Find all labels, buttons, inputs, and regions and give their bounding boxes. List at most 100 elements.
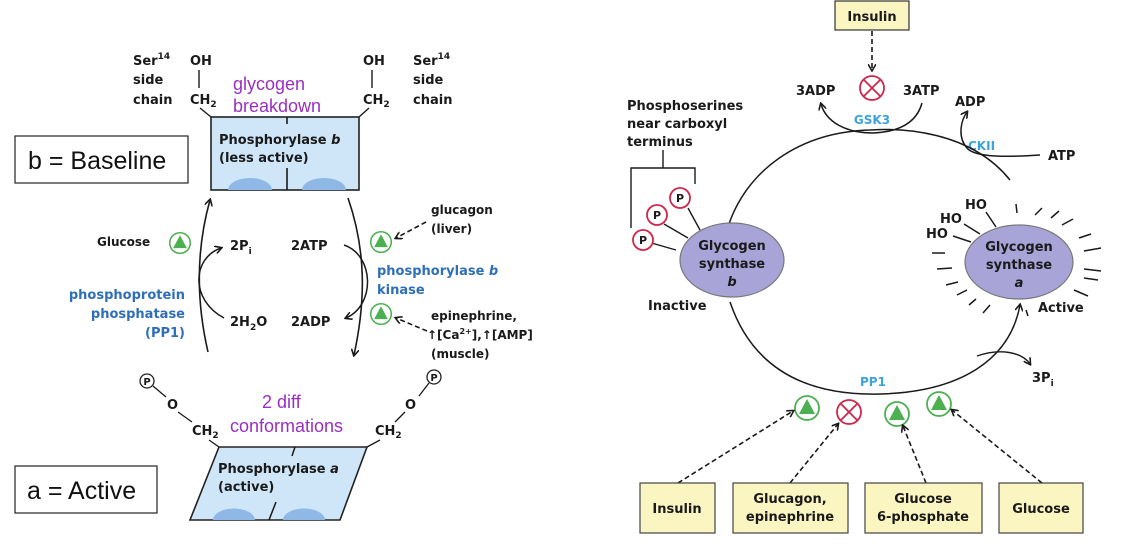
phosphoryl-left: P O CH2 xyxy=(139,373,220,448)
phosphorylase-b: Phosphorylase b (less active) xyxy=(210,116,360,191)
svg-text:synthase: synthase xyxy=(986,258,1052,273)
phosphorylase-a: Phosphorylase a (active) xyxy=(188,446,369,521)
hydroxyl-label: HO xyxy=(965,198,987,213)
left-panel: b = Baseline a = Active Ser14 side chain… xyxy=(14,52,533,521)
active-label: Active xyxy=(1038,301,1084,316)
arrow-pi-release xyxy=(976,351,1030,364)
svg-text:phosphatase: phosphatase xyxy=(91,307,185,322)
svg-text:glycogen: glycogen xyxy=(233,74,305,94)
svg-text:P: P xyxy=(653,209,661,222)
insulin-top-label: Insulin xyxy=(847,10,896,25)
inhibitor-icon xyxy=(836,399,862,425)
svg-text:epinephrine,: epinephrine, xyxy=(431,309,517,323)
svg-text:Phosphoserines: Phosphoserines xyxy=(627,99,743,114)
activator-icon xyxy=(168,231,192,255)
hydroxyl-right: OH CH2 xyxy=(358,54,390,118)
activator-icon xyxy=(369,302,393,326)
svg-text:CH2: CH2 xyxy=(363,93,390,110)
svg-text:Ser14: Ser14 xyxy=(133,52,170,69)
svg-text:Insulin: Insulin xyxy=(652,502,701,517)
activity-rays xyxy=(932,203,1102,317)
arrow-regulator xyxy=(677,411,793,484)
svg-text:terminus: terminus xyxy=(627,135,693,150)
arrow-ckii xyxy=(960,112,1041,158)
arrow-regulator xyxy=(952,410,1043,484)
arrow-glucagon xyxy=(396,221,427,238)
svg-text:Phosphorylase a: Phosphorylase a xyxy=(218,462,339,477)
svg-text:O: O xyxy=(167,398,178,413)
svg-text:epinephrine: epinephrine xyxy=(746,510,834,525)
svg-text:Glucose: Glucose xyxy=(1012,502,1070,517)
activator-icon xyxy=(926,391,952,417)
ho-bonds xyxy=(952,211,997,243)
svg-text:Ser14: Ser14 xyxy=(413,52,450,69)
svg-text:CH2: CH2 xyxy=(192,424,219,441)
arrow-phosphorylation xyxy=(347,197,364,355)
kinase-label: phosphorylase b kinase xyxy=(377,264,498,298)
arrow-regulator xyxy=(903,426,927,484)
svg-text:phosphoprotein: phosphoprotein xyxy=(69,288,185,303)
atp3-label: 3ATP xyxy=(903,84,940,99)
svg-text:Glycogen: Glycogen xyxy=(698,239,766,254)
ser14-left-label: Ser14 side chain xyxy=(133,52,172,108)
svg-text:P: P xyxy=(430,373,437,384)
pp1-label: PP1 xyxy=(860,375,886,389)
svg-text:(less active): (less active) xyxy=(219,151,309,166)
glucose-label: Glucose xyxy=(97,235,150,249)
svg-text:↑[Ca2+],↑[AMP]: ↑[Ca2+],↑[AMP] xyxy=(427,327,533,342)
svg-text:(active): (active) xyxy=(218,480,274,495)
svg-text:chain: chain xyxy=(133,93,172,108)
arrow-regulator xyxy=(789,424,838,484)
svg-text:b: b xyxy=(727,275,736,290)
pi-label: 2Pi xyxy=(230,239,252,257)
svg-text:2 diff: 2 diff xyxy=(262,392,302,412)
svg-text:O: O xyxy=(405,398,416,413)
arrow-h2o-to-pi xyxy=(198,248,225,319)
legend-a-box xyxy=(14,465,158,514)
legend-b-text: b = Baseline xyxy=(28,147,166,175)
hydroxyl-label: HO xyxy=(940,212,962,227)
phosphatase-label: phosphoprotein phosphatase (PP1) xyxy=(69,288,185,341)
svg-text:kinase: kinase xyxy=(377,283,425,298)
svg-text:synthase: synthase xyxy=(699,257,765,272)
regulator-glucose: Glucose xyxy=(998,482,1084,534)
regulator-glucagon-epinephrine: Glucagon, epinephrine xyxy=(732,482,849,534)
svg-text:(muscle): (muscle) xyxy=(431,347,490,361)
bracket xyxy=(630,150,696,228)
svg-text:6-phosphate: 6-phosphate xyxy=(877,510,969,525)
phosphoryl-right: P O CH2 xyxy=(366,369,442,448)
svg-text:Phosphorylase b: Phosphorylase b xyxy=(219,133,340,148)
h2o-label: 2H2O xyxy=(230,315,267,333)
svg-text:phosphorylase b: phosphorylase b xyxy=(377,264,498,279)
pi3-label: 3Pi xyxy=(1032,371,1054,389)
epinephrine-label: epinephrine, ↑[Ca2+],↑[AMP] (muscle) xyxy=(427,309,533,361)
svg-text:(liver): (liver) xyxy=(431,222,472,236)
adp-label: ADP xyxy=(955,95,985,110)
svg-text:glucagon: glucagon xyxy=(431,203,493,217)
atp-label: 2ATP xyxy=(291,239,328,254)
arrow-dephosphorylation-cycle xyxy=(729,301,1020,395)
glycogen-synthase-b: Glycogen synthase b xyxy=(679,222,785,298)
activator-icon xyxy=(369,230,393,254)
arrow-dephosphorylation xyxy=(198,200,210,353)
svg-text:P: P xyxy=(676,192,684,205)
glucagon-label: glucagon (liver) xyxy=(431,203,493,236)
svg-text:chain: chain xyxy=(413,93,452,108)
svg-text:breakdown: breakdown xyxy=(233,96,321,116)
svg-text:OH: OH xyxy=(363,54,385,69)
activator-icon xyxy=(884,401,910,427)
hydroxyl-label: HO xyxy=(926,227,948,242)
ser14-right-label: Ser14 side chain xyxy=(413,52,452,108)
svg-text:CH2: CH2 xyxy=(190,93,217,110)
inactive-label: Inactive xyxy=(648,299,707,314)
svg-text:Glucose: Glucose xyxy=(894,492,952,507)
arrow-epinephrine xyxy=(396,318,428,332)
phosphate-group: P xyxy=(646,204,668,226)
activator-icon xyxy=(794,395,820,421)
annotation-glycogen-breakdown: glycogen breakdown xyxy=(233,74,321,116)
regulator-glucose-6-phosphate: Glucose 6-phosphate xyxy=(864,482,983,534)
legend-b-box xyxy=(14,135,189,184)
right-panel: Insulin 3ADP 3ATP GSK3 ADP CKII ATP 3Pi … xyxy=(627,0,1102,534)
svg-text:P: P xyxy=(639,234,647,247)
